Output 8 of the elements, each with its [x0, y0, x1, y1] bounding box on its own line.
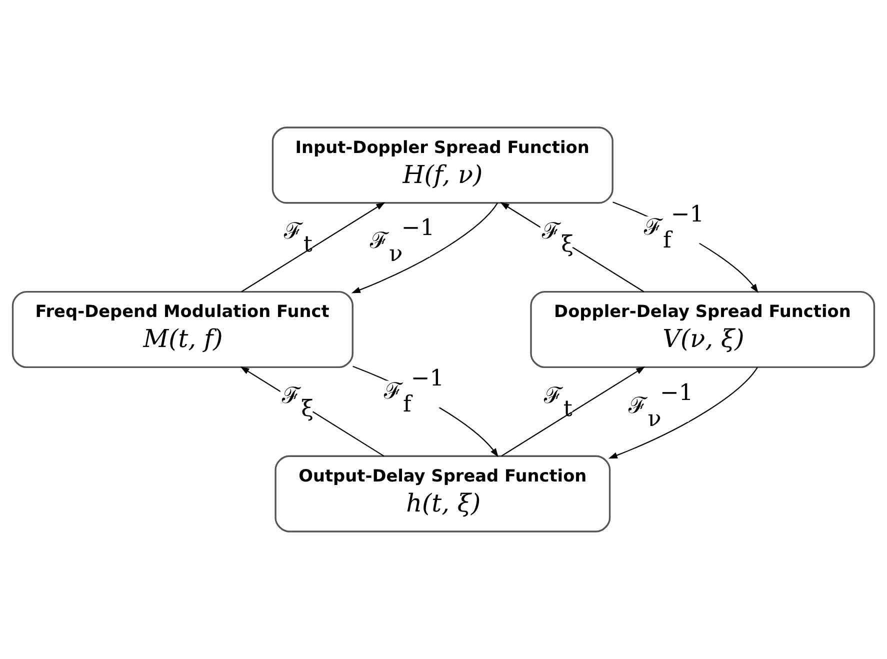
- node-box: Input-Doppler Spread Function H(f, ν): [272, 126, 614, 204]
- arrow: [501, 366, 646, 457]
- node-box: Freq-Depend Modulation Funct M(t, f): [12, 290, 354, 368]
- node-box: Output-Delay Spread Function h(t, ξ): [274, 455, 611, 532]
- node-box: Doppler-Delay Spread Function V(ν, ξ): [530, 290, 876, 368]
- arrow: [608, 367, 758, 459]
- arrow: [351, 202, 498, 294]
- arrow: [241, 202, 386, 292]
